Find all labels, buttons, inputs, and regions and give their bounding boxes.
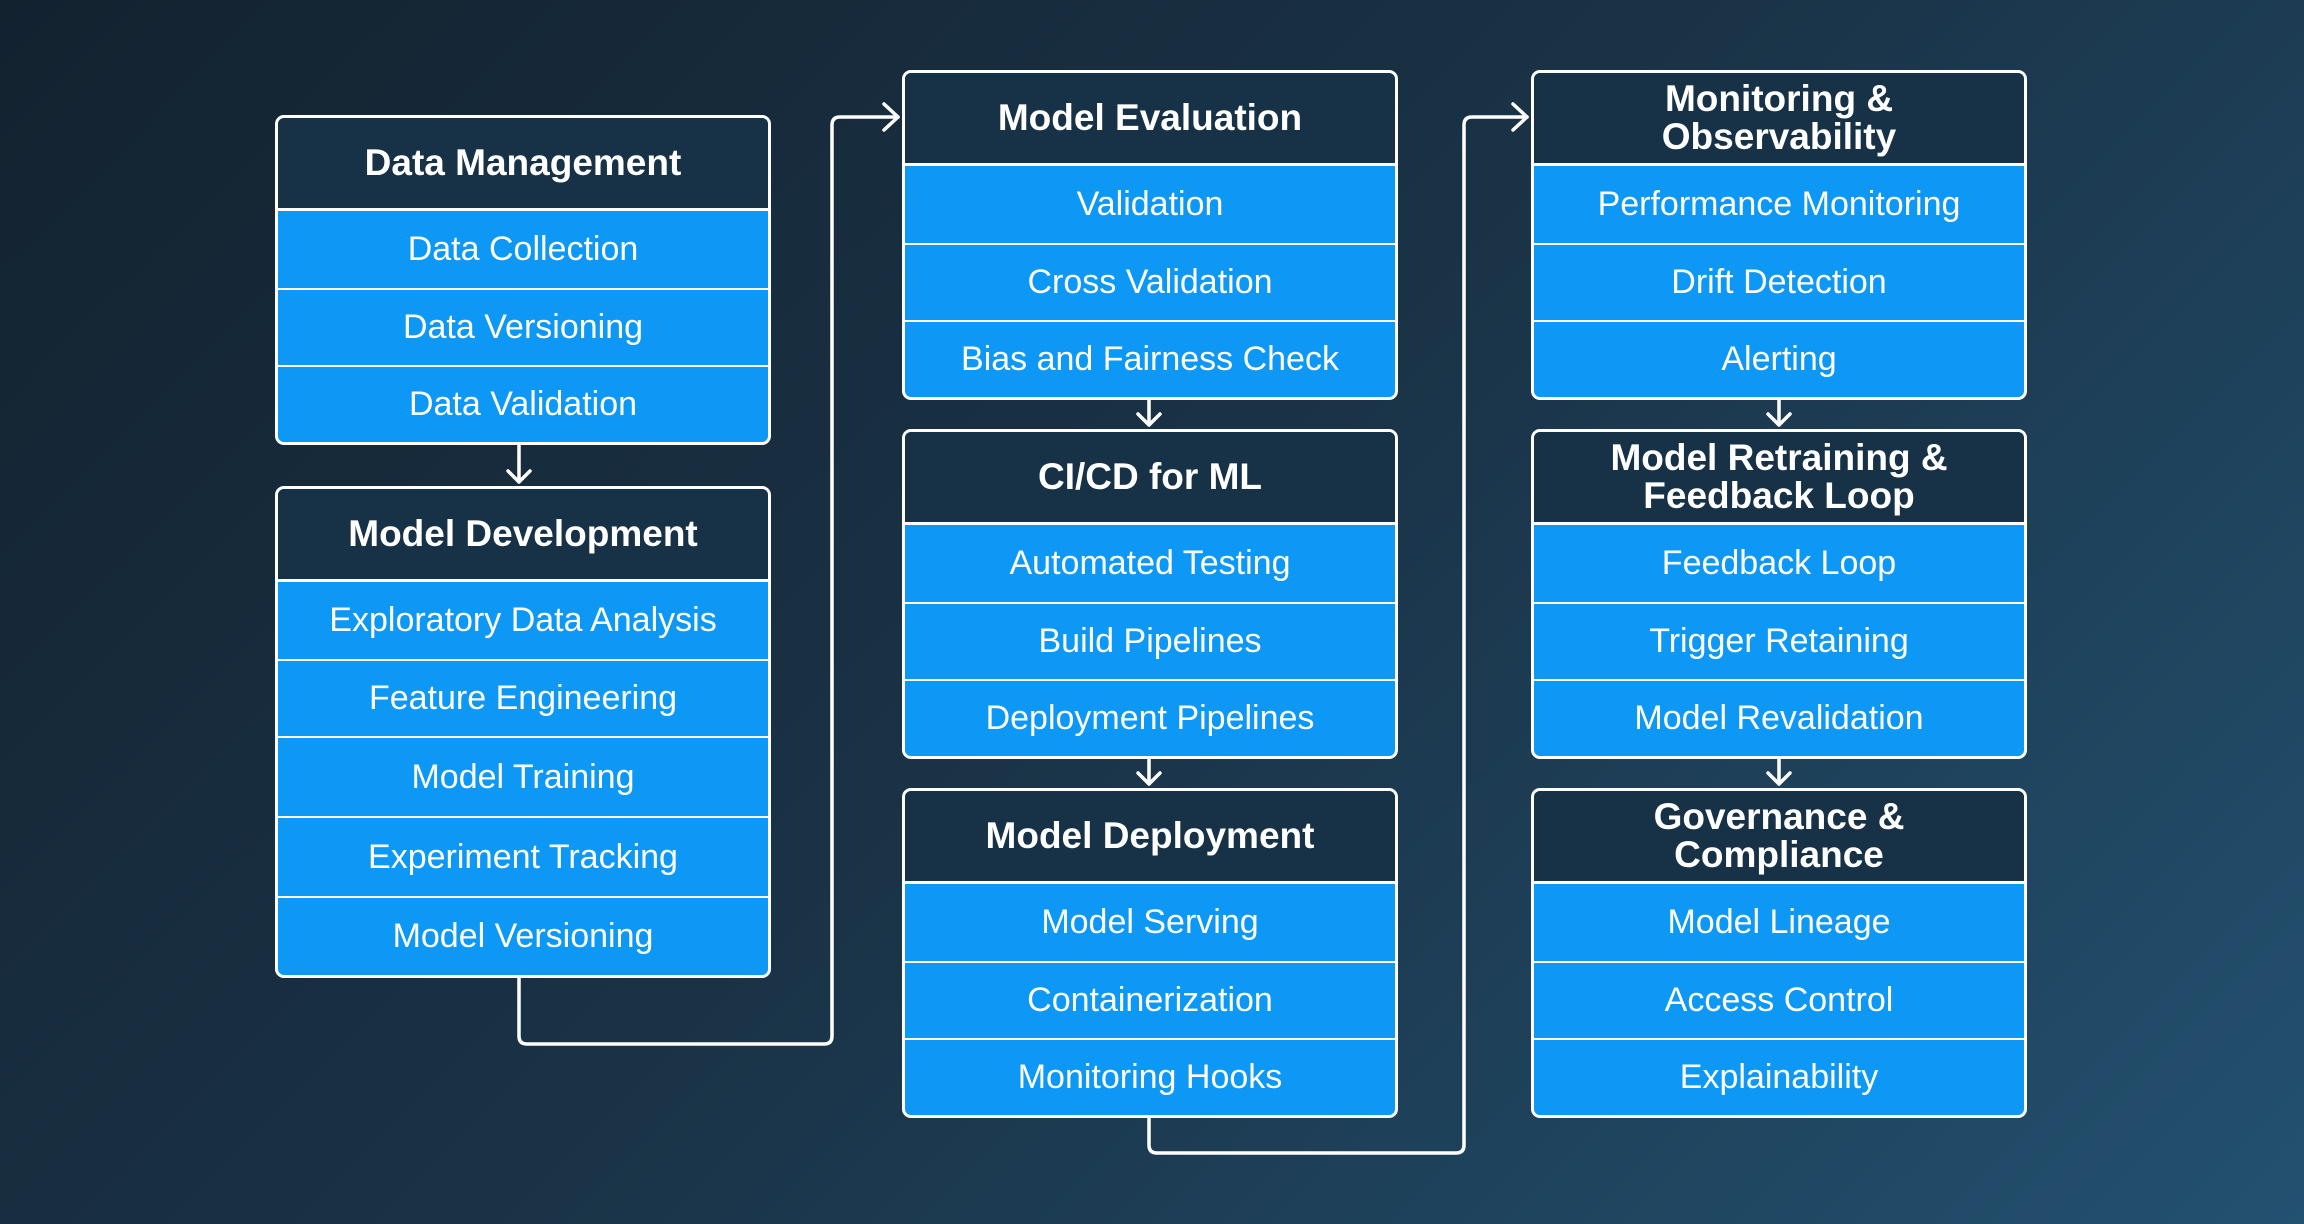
stage-item: Data Collection: [407, 230, 639, 268]
stage-item: Data Versioning: [278, 288, 768, 365]
stage-title: Data Management: [278, 118, 768, 211]
stage-title: Governance & Compliance: [1534, 791, 2024, 884]
stage-item: Feedback Loop: [1661, 544, 1897, 582]
stage-title: Model Development: [278, 489, 768, 582]
connector-line: [1147, 115, 1529, 1155]
stage-item: Performance Monitoring: [1597, 185, 1961, 223]
stage-title: Model Evaluation: [905, 73, 1395, 166]
stage-item: Exploratory Data Analysis: [329, 601, 717, 639]
stage-title: CI/CD for ML: [905, 432, 1395, 525]
connector-line: [517, 115, 900, 1046]
stage-item: Explainability: [1534, 1038, 2024, 1115]
stage-item: Model Revalidation: [1534, 679, 2024, 756]
stage-item: Bias and Fairness Check: [905, 320, 1395, 397]
stage-item: Drift Detection: [1534, 243, 2024, 320]
arrow-right-icon: [882, 102, 900, 132]
stage-item: Containerization: [905, 961, 1395, 1038]
stage-item: Cross Validation: [905, 243, 1395, 320]
stage-title: Model Deployment: [905, 791, 1395, 884]
stage-item: Deployment Pipelines: [905, 679, 1395, 756]
stage-item: Validation: [1076, 185, 1224, 223]
stage-item: Data Validation: [278, 365, 768, 442]
stage-item: Build Pipelines: [905, 602, 1395, 679]
stage-item: Experiment Tracking: [278, 816, 768, 896]
stage-item: Model Lineage: [1667, 903, 1891, 941]
arrow-right-icon: [1511, 102, 1529, 132]
stage-item: Model Training: [278, 736, 768, 816]
stage-item: Feature Engineering: [278, 659, 768, 736]
stage-item: Monitoring Hooks: [905, 1038, 1395, 1115]
stage-item: Automated Testing: [1009, 544, 1291, 582]
arrow-down-icon: [506, 438, 532, 484]
stage-item: Trigger Retaining: [1534, 602, 2024, 679]
stage-item: Model Versioning: [278, 896, 768, 975]
stage-title: Monitoring & Observability: [1534, 73, 2024, 166]
stage-item: Model Serving: [1041, 903, 1259, 941]
stage-item: Access Control: [1534, 961, 2024, 1038]
stage-title: Model Retraining & Feedback Loop: [1534, 432, 2024, 525]
stage-item: Alerting: [1534, 320, 2024, 397]
